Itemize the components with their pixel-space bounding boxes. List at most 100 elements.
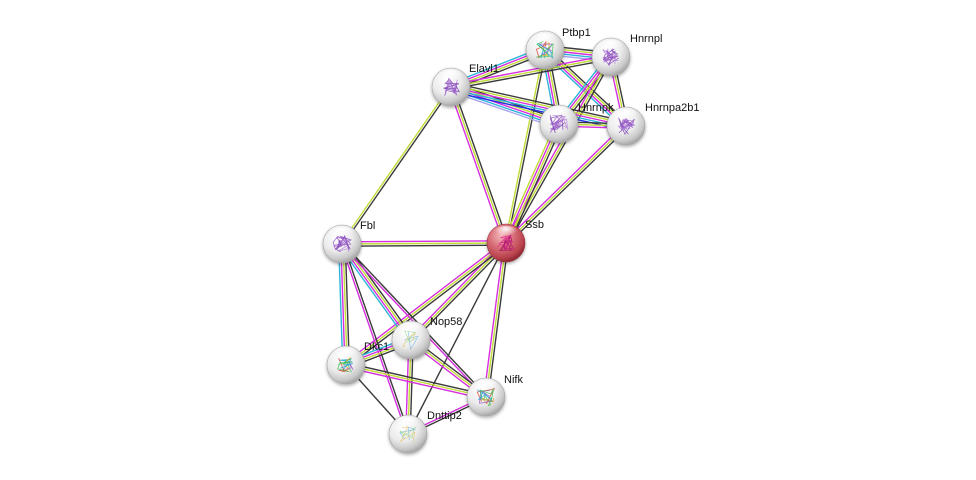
edge-evidence-black: [342, 243, 410, 434]
edge-evidence-black: [506, 50, 547, 244]
edge-evidence-magenta: [503, 123, 625, 242]
edge-hnrnpl-elavl1[interactable]: [450, 54, 612, 90]
node-label: Nifk: [504, 374, 523, 386]
edge-evidence-lime: [410, 242, 507, 341]
edge-elavl1-fbl[interactable]: [340, 85, 453, 246]
edge-evidence-lime: [345, 242, 507, 366]
edge-evidence-magenta: [341, 240, 506, 243]
edge-evidence-magenta: [450, 86, 627, 127]
node-label: Elavl1: [469, 63, 499, 75]
node-label: Hnrnpa2b1: [645, 102, 699, 114]
edge-evidence-lime: [451, 84, 627, 125]
edge-evidence-lime: [450, 86, 507, 244]
edge-evidence-lavender: [449, 90, 558, 129]
node-nifk[interactable]: Nifk: [466, 374, 523, 417]
node-hnrnpk[interactable]: Hnrnpk: [539, 102, 614, 144]
edge-evidence-black: [487, 243, 509, 398]
edge-evidence-black: [451, 58, 612, 90]
edge-evidence-lime: [506, 124, 561, 244]
edge-evidence-black: [452, 86, 509, 243]
node-elavl1[interactable]: Elavl1: [431, 63, 499, 107]
node-highlight: [439, 70, 463, 84]
edge-evidence-lime: [502, 122, 557, 242]
node-highlight: [614, 109, 638, 123]
node-fbl[interactable]: Fbl: [322, 220, 375, 264]
edge-elavl1-hnrnpa2b1[interactable]: [449, 82, 628, 131]
edge-evidence-magenta: [448, 87, 505, 244]
edge-fbl-dkc1[interactable]: [338, 243, 350, 366]
edge-evidence-black: [342, 87, 453, 246]
node-ssb[interactable]: Ssb: [486, 219, 544, 263]
edge-evidence-black: [451, 82, 628, 123]
edge-evidence-magenta: [408, 240, 505, 339]
node-highlight: [494, 226, 518, 240]
node-highlight: [399, 323, 423, 337]
node-nop58[interactable]: Nop58: [391, 316, 462, 360]
edge-evidence-black: [412, 244, 509, 343]
node-label: Nop58: [430, 316, 462, 328]
edge-evidence-blue: [449, 90, 626, 131]
edge-ssb-dnttip2[interactable]: [407, 242, 507, 435]
edge-ptbp1-ssb[interactable]: [504, 49, 547, 244]
edge-evidence-black: [342, 244, 507, 247]
node-label: Fbl: [360, 220, 375, 232]
edge-evidence-cyan: [450, 88, 626, 129]
node-label: Dkc1: [364, 341, 389, 353]
node-label: Hnrnpl: [630, 33, 662, 45]
edge-evidence-magenta: [344, 240, 506, 364]
edge-evidence-cyan: [338, 244, 344, 366]
edge-evidence-magenta: [450, 54, 611, 86]
edge-evidence-lime: [485, 242, 507, 398]
edge-hnrnpa2b1-ssb[interactable]: [503, 123, 629, 246]
edge-evidence-black: [344, 243, 350, 365]
edge-hnrnpk-ssb[interactable]: [502, 122, 563, 245]
edge-evidence-cyan: [338, 245, 409, 343]
edge-evidence-lime: [342, 243, 348, 365]
edge-evidence-lime: [345, 364, 487, 398]
edge-ssb-nop58[interactable]: [408, 240, 509, 343]
node-highlight: [599, 40, 623, 54]
node-highlight: [547, 107, 571, 121]
edge-evidence-black: [507, 127, 629, 246]
edge-evidence-magenta: [483, 242, 505, 397]
node-hnrnpl[interactable]: Hnrnpl: [591, 33, 662, 77]
node-highlight: [533, 33, 557, 47]
edge-evidence-black: [407, 242, 507, 435]
edge-ssb-nifk[interactable]: [483, 242, 509, 398]
edge-fbl-dnttip2[interactable]: [340, 243, 410, 435]
edge-ssb-dkc1[interactable]: [344, 240, 508, 368]
edge-evidence-black: [346, 244, 508, 368]
edge-evidence-black: [342, 242, 488, 397]
node-dnttip2[interactable]: Dnttip2: [388, 410, 462, 454]
node-highlight: [330, 227, 354, 241]
node-dkc1[interactable]: Dkc1: [326, 341, 389, 385]
edge-hnrnpl-ssb[interactable]: [503, 55, 614, 245]
edge-dkc1-nifk[interactable]: [345, 362, 487, 400]
edge-evidence-lime: [341, 242, 507, 245]
edge-evidence-black: [508, 125, 563, 245]
edge-evidence-lime: [504, 49, 545, 243]
node-label: Ssb: [525, 219, 544, 231]
edge-evidence-magenta: [345, 366, 486, 400]
edge-evidence-lime: [450, 56, 612, 88]
node-label: Dnttip2: [427, 410, 462, 422]
edge-evidence-magenta: [340, 244, 346, 366]
edge-ssb-fbl[interactable]: [341, 240, 507, 247]
edge-evidence-magenta: [340, 244, 411, 342]
edge-evidence-lime: [340, 85, 451, 244]
edge-evidence-black: [507, 57, 614, 245]
node-ptbp1[interactable]: Ptbp1: [525, 27, 591, 70]
node-highlight: [334, 348, 358, 362]
node-hnrnpa2b1[interactable]: Hnrnpa2b1: [606, 102, 699, 146]
edge-elavl1-ssb[interactable]: [448, 86, 509, 244]
edge-evidence-lime: [505, 125, 627, 244]
node-label: Ptbp1: [562, 27, 591, 39]
node-label: Hnrnpk: [578, 102, 614, 114]
node-highlight: [396, 417, 420, 431]
edge-evidence-magenta: [340, 244, 408, 435]
node-highlight: [474, 380, 498, 394]
edge-evidence-black: [346, 362, 487, 396]
edge-evidence-magenta: [504, 123, 559, 243]
